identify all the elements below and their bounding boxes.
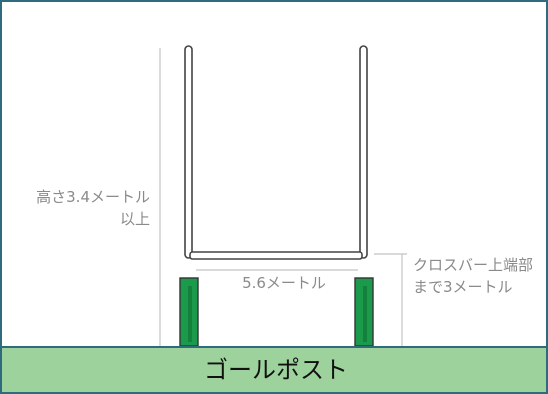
diagram-title: ゴールポスト [204, 356, 348, 384]
crossbar [189, 251, 363, 260]
crossbar-height-label: クロスバー上端部 まで3メートル [413, 254, 533, 298]
left-post-pad [179, 277, 199, 347]
height-label-line2: 以上 [119, 210, 150, 228]
height-label-line1: 高さ3.4メートル [36, 188, 150, 206]
ground [2, 346, 546, 392]
height-label: 高さ3.4メートル 以上 [36, 186, 150, 230]
width-label: 5.6メートル [242, 274, 326, 292]
right-upright [359, 45, 368, 259]
left-upright [184, 45, 193, 259]
crossbar-label-line2: まで3メートル [413, 278, 513, 296]
crossbar-label-line1: クロスバー上端部 [413, 256, 534, 274]
right-post-pad [354, 277, 374, 347]
